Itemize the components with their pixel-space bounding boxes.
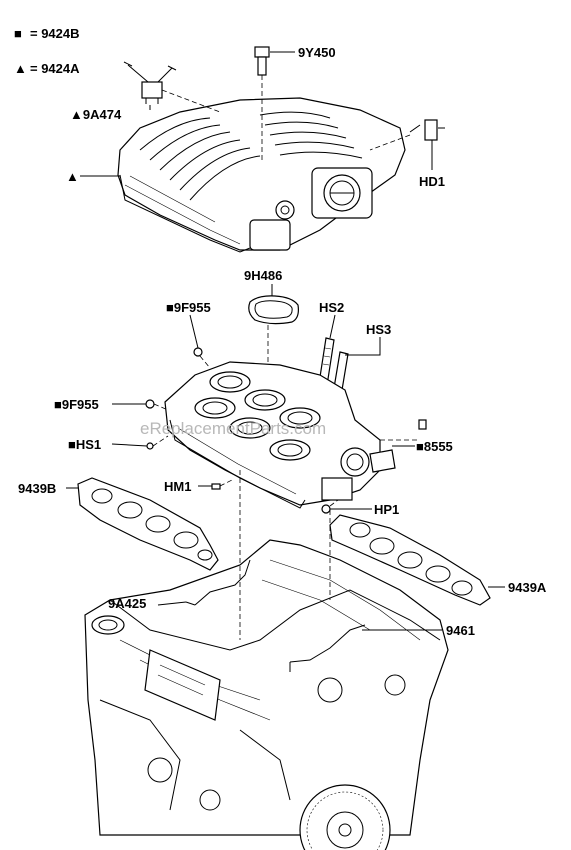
label-9y450: 9Y450 <box>298 45 336 60</box>
leader-lines <box>66 51 505 631</box>
label-hm1: HM1 <box>164 479 191 494</box>
lower-intake-manifold <box>164 361 420 509</box>
label-9f955-top: ■9F955 <box>166 300 211 315</box>
watermark: eReplacementParts.com <box>140 419 326 438</box>
throttle-body <box>311 167 373 219</box>
label-triangle-callout: ▲ <box>66 169 79 184</box>
legend-square-symbol: ■ <box>14 26 22 41</box>
label-hp1: HP1 <box>374 502 399 517</box>
label-8555: ■8555 <box>416 439 453 454</box>
upper-intake-manifold <box>117 97 406 253</box>
part-9f955-top <box>193 347 203 357</box>
legend-triangle-text: = 9424A <box>30 61 80 76</box>
part-9y450-bolt <box>254 46 270 160</box>
label-9439a: 9439A <box>508 580 547 595</box>
callout-labels: 9Y450 ▲9A474 ▲ HD1 9H486 HS2 HS3 ■9F955 … <box>18 45 547 638</box>
label-hd1: HD1 <box>419 174 445 189</box>
part-hm1 <box>211 483 221 490</box>
label-hs2: HS2 <box>319 300 344 315</box>
label-9f955-left: ■9F955 <box>54 397 99 412</box>
label-9a474: ▲9A474 <box>70 107 122 122</box>
legend: ■ = 9424B ▲ = 9424A <box>14 26 80 76</box>
engine-block <box>84 470 449 850</box>
label-9439b: 9439B <box>18 481 56 496</box>
part-9439b-gasket <box>77 477 219 571</box>
part-9h486-gasket <box>248 295 299 372</box>
label-9h486: 9H486 <box>244 268 282 283</box>
label-9461: 9461 <box>446 623 475 638</box>
label-hs1: ■HS1 <box>68 437 101 452</box>
label-9a425: 9A425 <box>108 596 146 611</box>
part-9f955-left <box>145 399 155 409</box>
legend-square-text: = 9424B <box>30 26 80 41</box>
part-9439a-gasket <box>329 514 491 606</box>
part-hp1 <box>321 504 331 514</box>
part-9461-tube <box>289 624 366 672</box>
flywheel <box>299 784 391 850</box>
label-hs3: HS3 <box>366 322 391 337</box>
part-hs1 <box>146 442 154 450</box>
part-9a474 <box>123 61 221 113</box>
part-9a425-tube <box>185 559 251 606</box>
legend-triangle-symbol: ▲ <box>14 61 27 76</box>
part-hd1 <box>369 119 445 151</box>
